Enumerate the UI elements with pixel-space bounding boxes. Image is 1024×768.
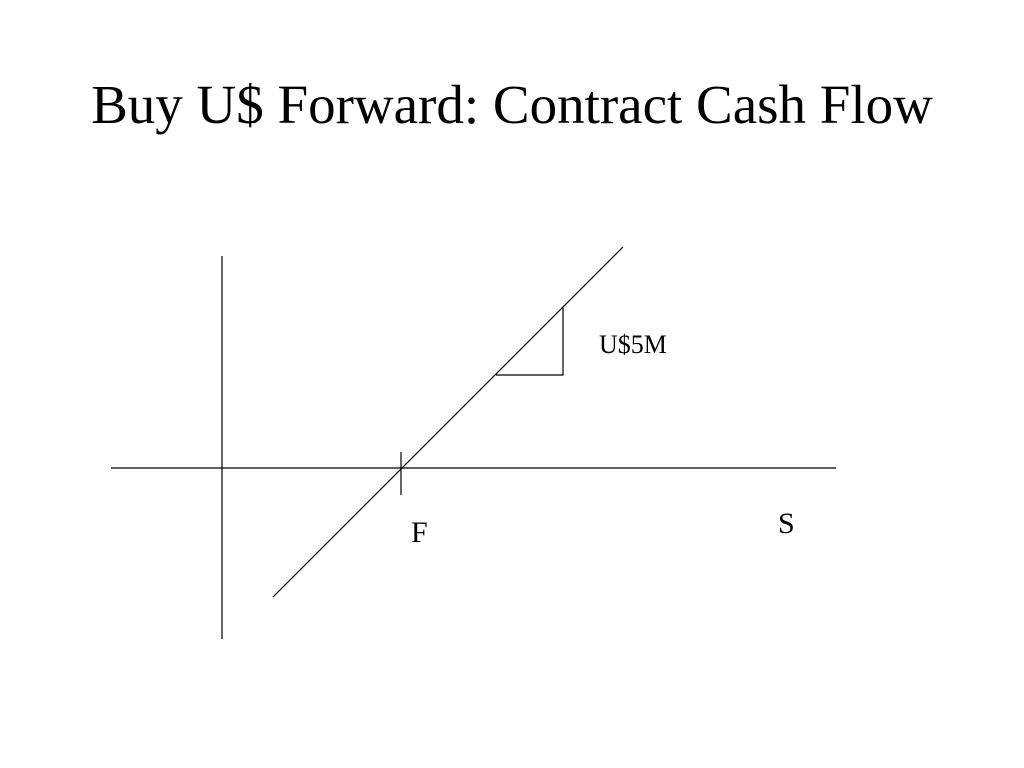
forward-price-label: F [411,516,428,549]
slope-triangle [496,308,564,376]
x-axis-label: S [778,507,795,540]
slope-label: U$5M [599,330,667,359]
slide-title: Buy U$ Forward: Contract Cash Flow [91,74,933,135]
payoff-line [272,246,624,598]
